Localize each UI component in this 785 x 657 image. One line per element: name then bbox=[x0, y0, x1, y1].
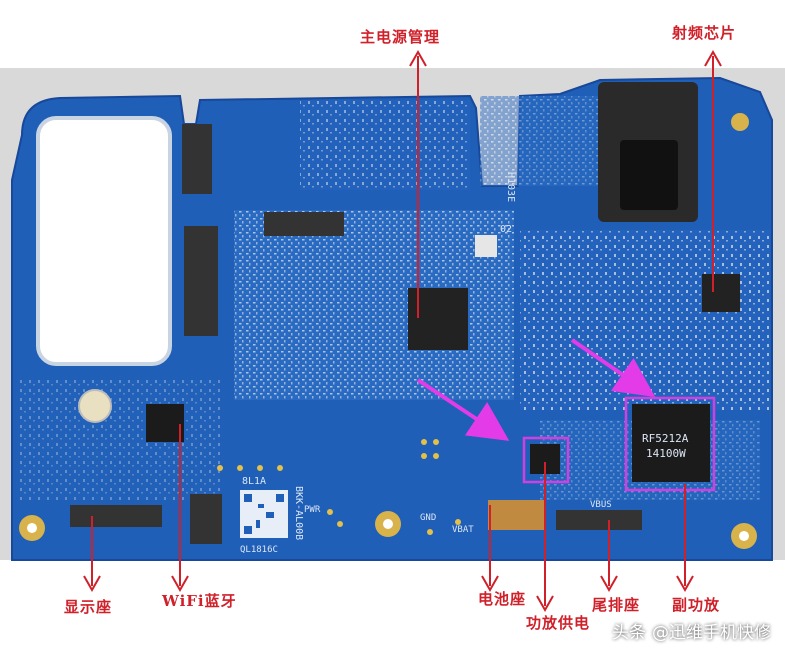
pa-marking-2: 14100W bbox=[646, 447, 686, 460]
arrow-tail-head bbox=[600, 575, 618, 593]
wifi-chip bbox=[146, 404, 184, 442]
label-battery-connector: 电池座 bbox=[478, 590, 527, 608]
mount-hole-top-right bbox=[731, 113, 749, 131]
silk-pwr: PWR bbox=[304, 505, 321, 515]
label-wifi-bt: WiFi蓝牙 bbox=[162, 592, 237, 610]
small-component bbox=[475, 235, 497, 257]
gold-test-points bbox=[217, 439, 461, 535]
side-connector bbox=[184, 226, 218, 336]
silk-ref: H103E bbox=[505, 172, 516, 202]
rf-chip bbox=[702, 274, 740, 312]
silk-code1: 8L1A bbox=[242, 476, 266, 487]
wifi-connector bbox=[190, 494, 222, 544]
top-connector bbox=[182, 124, 212, 194]
label-tail-connector: 尾排座 bbox=[592, 596, 641, 614]
silk-vbat: VBAT bbox=[452, 525, 474, 535]
rf-area bbox=[520, 230, 770, 410]
arrow-pa-supply-head bbox=[536, 595, 554, 613]
secondary-pa-chip bbox=[632, 404, 710, 482]
pa-marking-1: RF5212A bbox=[642, 432, 689, 445]
arrow-pmic-head bbox=[409, 49, 427, 67]
label-rf-chip: 射频芯片 bbox=[672, 24, 737, 42]
audio-jack-socket bbox=[620, 140, 678, 210]
pmic-area bbox=[234, 210, 514, 400]
arrow-display-head bbox=[83, 575, 101, 593]
watermark-handle: @迅维手机快修 bbox=[652, 623, 771, 643]
top-right-area bbox=[480, 96, 600, 186]
silk-rev: 02 bbox=[500, 224, 512, 235]
pointer-arrow-pa-supply bbox=[416, 378, 510, 441]
watermark: 头条 @迅维手机快修 bbox=[612, 618, 771, 643]
highlight-secondary-pa bbox=[624, 396, 716, 492]
label-pmic: 主电源管理 bbox=[360, 28, 441, 46]
display-connector bbox=[70, 505, 162, 527]
battery-connector bbox=[488, 500, 544, 530]
watermark-prefix: 头条 bbox=[612, 623, 646, 643]
arrow-rf-head bbox=[704, 49, 722, 67]
top-area bbox=[300, 100, 470, 190]
silk-code2: QL1816C bbox=[240, 545, 278, 555]
left-area bbox=[20, 380, 220, 500]
pointer-arrow-secondary-pa bbox=[570, 338, 656, 398]
arrow-battery-head bbox=[481, 575, 499, 593]
label-secondary-pa: 副功放 bbox=[672, 596, 721, 614]
silk-gnd: GND bbox=[420, 513, 436, 523]
label-display-connector: 显示座 bbox=[64, 598, 113, 616]
mid-connector bbox=[264, 212, 344, 236]
label-pa-supply: 功放供电 bbox=[526, 614, 591, 632]
arrow-wifi-head bbox=[171, 575, 189, 593]
silk-vbus: VBUS bbox=[590, 500, 612, 510]
test-pad bbox=[78, 389, 112, 423]
board-cutout bbox=[36, 116, 172, 366]
tail-connector bbox=[556, 510, 642, 530]
arrow-secondary-pa-head bbox=[676, 575, 694, 593]
silk-model: BKK-AL00B bbox=[293, 486, 304, 540]
